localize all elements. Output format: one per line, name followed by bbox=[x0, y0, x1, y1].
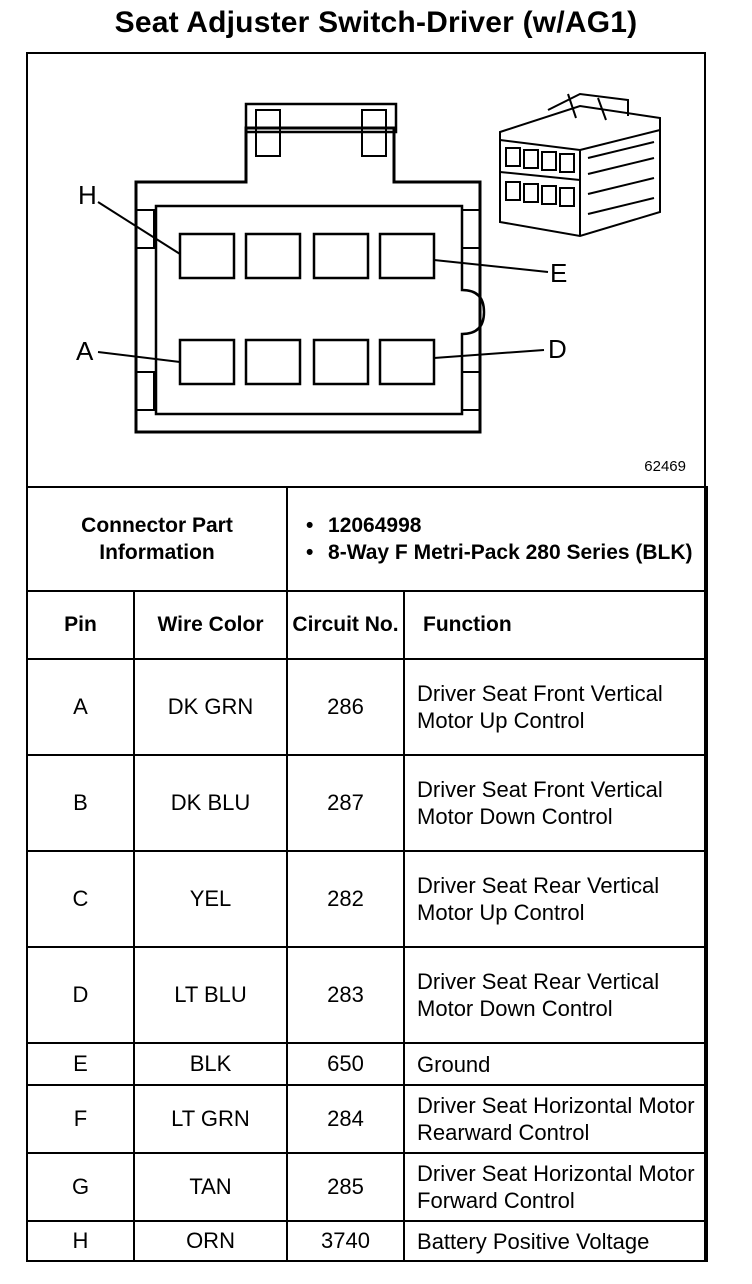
connector-body bbox=[134, 126, 482, 434]
pin-cell: D bbox=[26, 946, 135, 1044]
header-function: Function bbox=[403, 590, 709, 660]
table-row: G TAN 285 Driver Seat Horizontal Motor F… bbox=[26, 1152, 709, 1222]
table-row: A DK GRN 286 Driver Seat Front Vertical … bbox=[26, 658, 709, 756]
wire-color-cell: LT BLU bbox=[132, 946, 289, 1044]
pin-cell: E bbox=[26, 1042, 135, 1086]
function-cell: Driver Seat Horizontal Motor Rearward Co… bbox=[403, 1084, 709, 1154]
pin-cell: G bbox=[26, 1152, 135, 1222]
pinout-table: Connector Part Information 12064998 8-Wa… bbox=[25, 486, 709, 1262]
circuit-cell: 3740 bbox=[286, 1220, 406, 1262]
connector-part-number: 12064998 bbox=[306, 512, 706, 539]
cavity-f bbox=[312, 232, 370, 280]
pin-cell: A bbox=[26, 658, 135, 756]
wire-color-cell: LT GRN bbox=[132, 1084, 289, 1154]
leader-a bbox=[97, 351, 181, 363]
wire-color-cell: YEL bbox=[132, 850, 289, 948]
connector-isometric bbox=[499, 92, 661, 238]
wire-color-cell: DK BLU bbox=[132, 754, 289, 852]
circuit-cell: 650 bbox=[286, 1042, 406, 1086]
function-cell: Driver Seat Front Vertical Motor Up Cont… bbox=[403, 658, 709, 756]
connector-face bbox=[154, 204, 486, 416]
connector-type: 8-Way F Metri-Pack 280 Series (BLK) bbox=[306, 539, 706, 566]
cavity-c bbox=[312, 338, 370, 386]
function-cell: Driver Seat Front Vertical Motor Down Co… bbox=[403, 754, 709, 852]
function-cell: Driver Seat Horizontal Motor Forward Con… bbox=[403, 1152, 709, 1222]
table-header-row: Pin Wire Color Circuit No. Function bbox=[26, 590, 709, 660]
wire-color-cell: ORN bbox=[132, 1220, 289, 1262]
header-pin: Pin bbox=[26, 590, 135, 660]
circuit-cell: 282 bbox=[286, 850, 406, 948]
cavity-a bbox=[178, 338, 236, 386]
circuit-cell: 286 bbox=[286, 658, 406, 756]
table-row: E BLK 650 Ground bbox=[26, 1042, 709, 1086]
function-cell: Driver Seat Rear Vertical Motor Up Contr… bbox=[403, 850, 709, 948]
table-row: H ORN 3740 Battery Positive Voltage bbox=[26, 1220, 709, 1262]
page-title: Seat Adjuster Switch-Driver (w/AG1) bbox=[114, 6, 638, 39]
callout-h: H bbox=[78, 180, 97, 210]
cavity-h bbox=[178, 232, 236, 280]
connector-info-row: Connector Part Information 12064998 8-Wa… bbox=[25, 486, 709, 592]
leader-d bbox=[433, 349, 545, 359]
connector-info-label: Connector Part Information bbox=[25, 486, 289, 592]
circuit-cell: 284 bbox=[286, 1084, 406, 1154]
wire-color-cell: DK GRN bbox=[132, 658, 289, 756]
figure-number: 62469 bbox=[644, 458, 686, 475]
table-row: F LT GRN 284 Driver Seat Horizontal Moto… bbox=[26, 1084, 709, 1154]
function-cell: Driver Seat Rear Vertical Motor Down Con… bbox=[403, 946, 709, 1044]
table-row: B DK BLU 287 Driver Seat Front Vertical … bbox=[26, 754, 709, 852]
cavity-e bbox=[378, 232, 436, 280]
callout-d: D bbox=[548, 334, 567, 364]
callout-a: A bbox=[76, 336, 94, 366]
table-row: C YEL 282 Driver Seat Rear Vertical Moto… bbox=[26, 850, 709, 948]
pin-cell: F bbox=[26, 1084, 135, 1154]
cavity-b bbox=[244, 338, 302, 386]
header-wire-color: Wire Color bbox=[132, 590, 289, 660]
table-row: D LT BLU 283 Driver Seat Rear Vertical M… bbox=[26, 946, 709, 1044]
callout-e: E bbox=[550, 258, 567, 288]
wire-color-cell: TAN bbox=[132, 1152, 289, 1222]
leader-h bbox=[97, 201, 181, 255]
pin-cell: B bbox=[26, 754, 135, 852]
function-cell: Battery Positive Voltage bbox=[403, 1220, 709, 1262]
connector-diagram: H E A D bbox=[76, 92, 661, 434]
cavity-g bbox=[244, 232, 302, 280]
circuit-cell: 283 bbox=[286, 946, 406, 1044]
circuit-cell: 287 bbox=[286, 754, 406, 852]
circuit-cell: 285 bbox=[286, 1152, 406, 1222]
function-cell: Ground bbox=[403, 1042, 709, 1086]
pin-cell: C bbox=[26, 850, 135, 948]
header-circuit-no: Circuit No. bbox=[286, 590, 406, 660]
wire-color-cell: BLK bbox=[132, 1042, 289, 1086]
latch bbox=[244, 102, 398, 134]
pin-cell: H bbox=[26, 1220, 135, 1262]
cavity-d bbox=[378, 338, 436, 386]
connector-info-list: 12064998 8-Way F Metri-Pack 280 Series (… bbox=[286, 486, 709, 592]
leader-e bbox=[433, 259, 549, 273]
